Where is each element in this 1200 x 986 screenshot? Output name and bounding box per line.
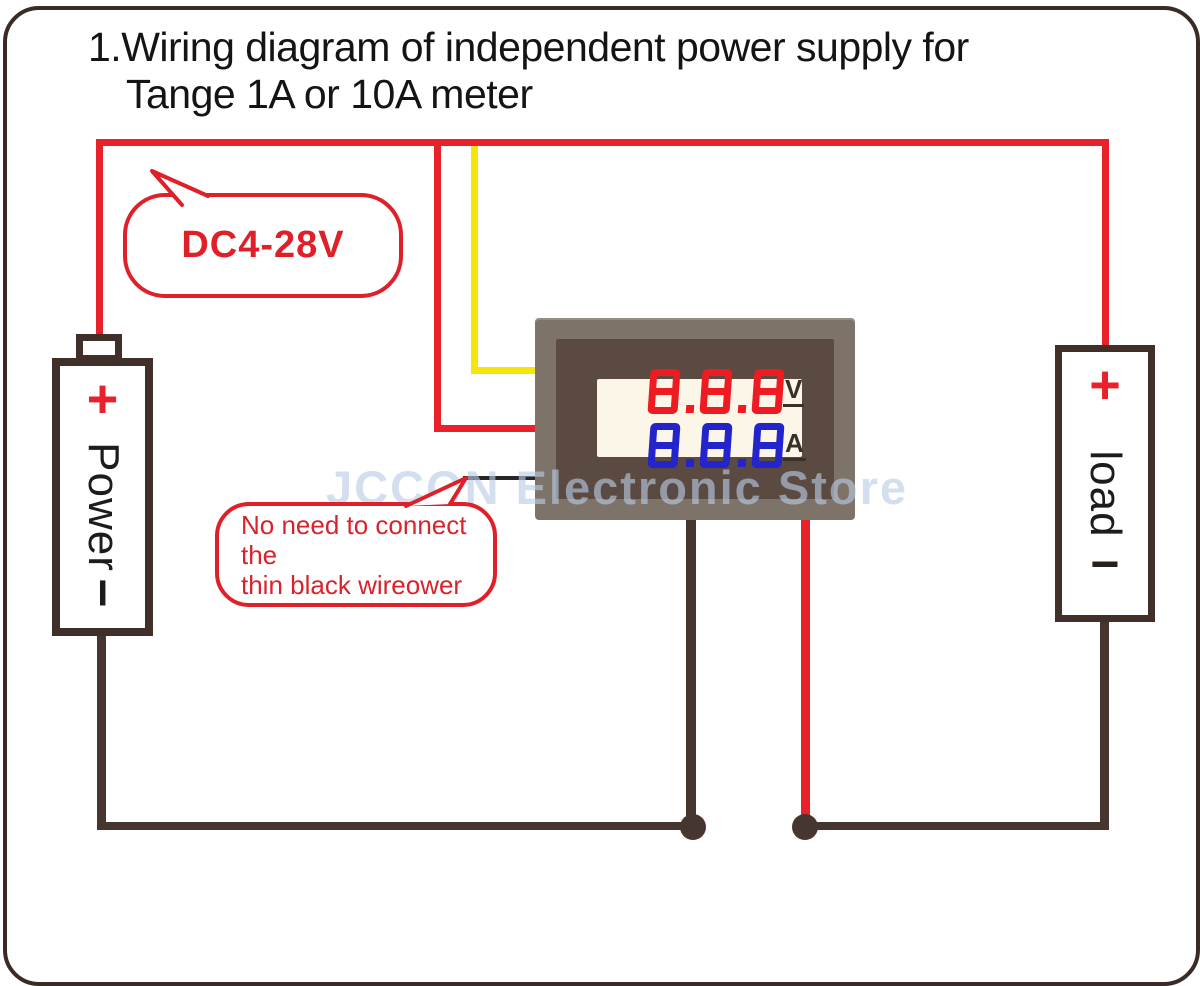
note-line-2: thin black wireower bbox=[241, 569, 463, 600]
load-name-label: load bbox=[1081, 449, 1130, 538]
wire-yellow-vertical bbox=[471, 146, 478, 372]
load-plus-label: + bbox=[1089, 355, 1121, 415]
wire-bottom-left bbox=[97, 822, 687, 830]
volt-amp-meter: V A bbox=[535, 318, 855, 520]
current-row: A bbox=[649, 423, 806, 468]
page-border bbox=[3, 6, 1200, 986]
meter-display: V A bbox=[597, 374, 806, 467]
junction-dot-red-wire bbox=[792, 814, 818, 840]
wire-red-top bbox=[96, 139, 1109, 146]
segment-digit bbox=[751, 369, 784, 414]
title-line-2: Tange 1A or 10A meter bbox=[126, 71, 533, 117]
wire-red-meter-horizontal bbox=[434, 425, 538, 432]
title-line-1: 1.Wiring diagram of independent power su… bbox=[88, 24, 969, 70]
wire-bottom-right bbox=[806, 822, 1108, 830]
diagram-title: 1.Wiring diagram of independent power su… bbox=[88, 24, 969, 118]
junction-dot-black-wire bbox=[680, 814, 706, 840]
wire-red-right-vertical bbox=[1102, 139, 1109, 352]
battery-minus-label: − bbox=[74, 578, 131, 608]
segment-digit bbox=[699, 369, 732, 414]
wire-red-meter-vertical bbox=[434, 139, 441, 432]
wire-battery-negative-vertical bbox=[97, 632, 106, 830]
voltage-unit-label: V bbox=[783, 374, 805, 408]
wire-yellow-horizontal bbox=[471, 367, 538, 374]
note-line-1: No need to connect the bbox=[241, 509, 467, 570]
voltage-row: V bbox=[649, 369, 805, 414]
wire-red-left-vertical bbox=[96, 139, 103, 338]
segment-dot bbox=[685, 404, 695, 413]
load-box: + load − bbox=[1055, 345, 1155, 622]
power-range-label: DC4-28V bbox=[181, 224, 345, 266]
callout-note: No need to connect the thin black wireow… bbox=[215, 502, 497, 607]
wire-thin-black bbox=[463, 476, 538, 480]
segment-digit bbox=[647, 369, 680, 414]
battery-plus-label: + bbox=[86, 369, 119, 429]
battery-name-label: Power bbox=[78, 442, 128, 572]
callout-power-range: DC4-28V bbox=[123, 193, 403, 298]
meter-bezel: V A bbox=[556, 339, 834, 499]
wire-meter-red-vertical bbox=[801, 515, 810, 820]
wire-meter-black-vertical bbox=[686, 515, 696, 822]
wire-load-negative-vertical bbox=[1100, 618, 1109, 830]
segment-dot bbox=[737, 404, 747, 413]
voltage-readout bbox=[649, 369, 783, 414]
load-minus-label: − bbox=[1090, 536, 1120, 592]
power-source-box: + Power − bbox=[52, 358, 153, 636]
current-unit-label: A bbox=[783, 428, 806, 462]
